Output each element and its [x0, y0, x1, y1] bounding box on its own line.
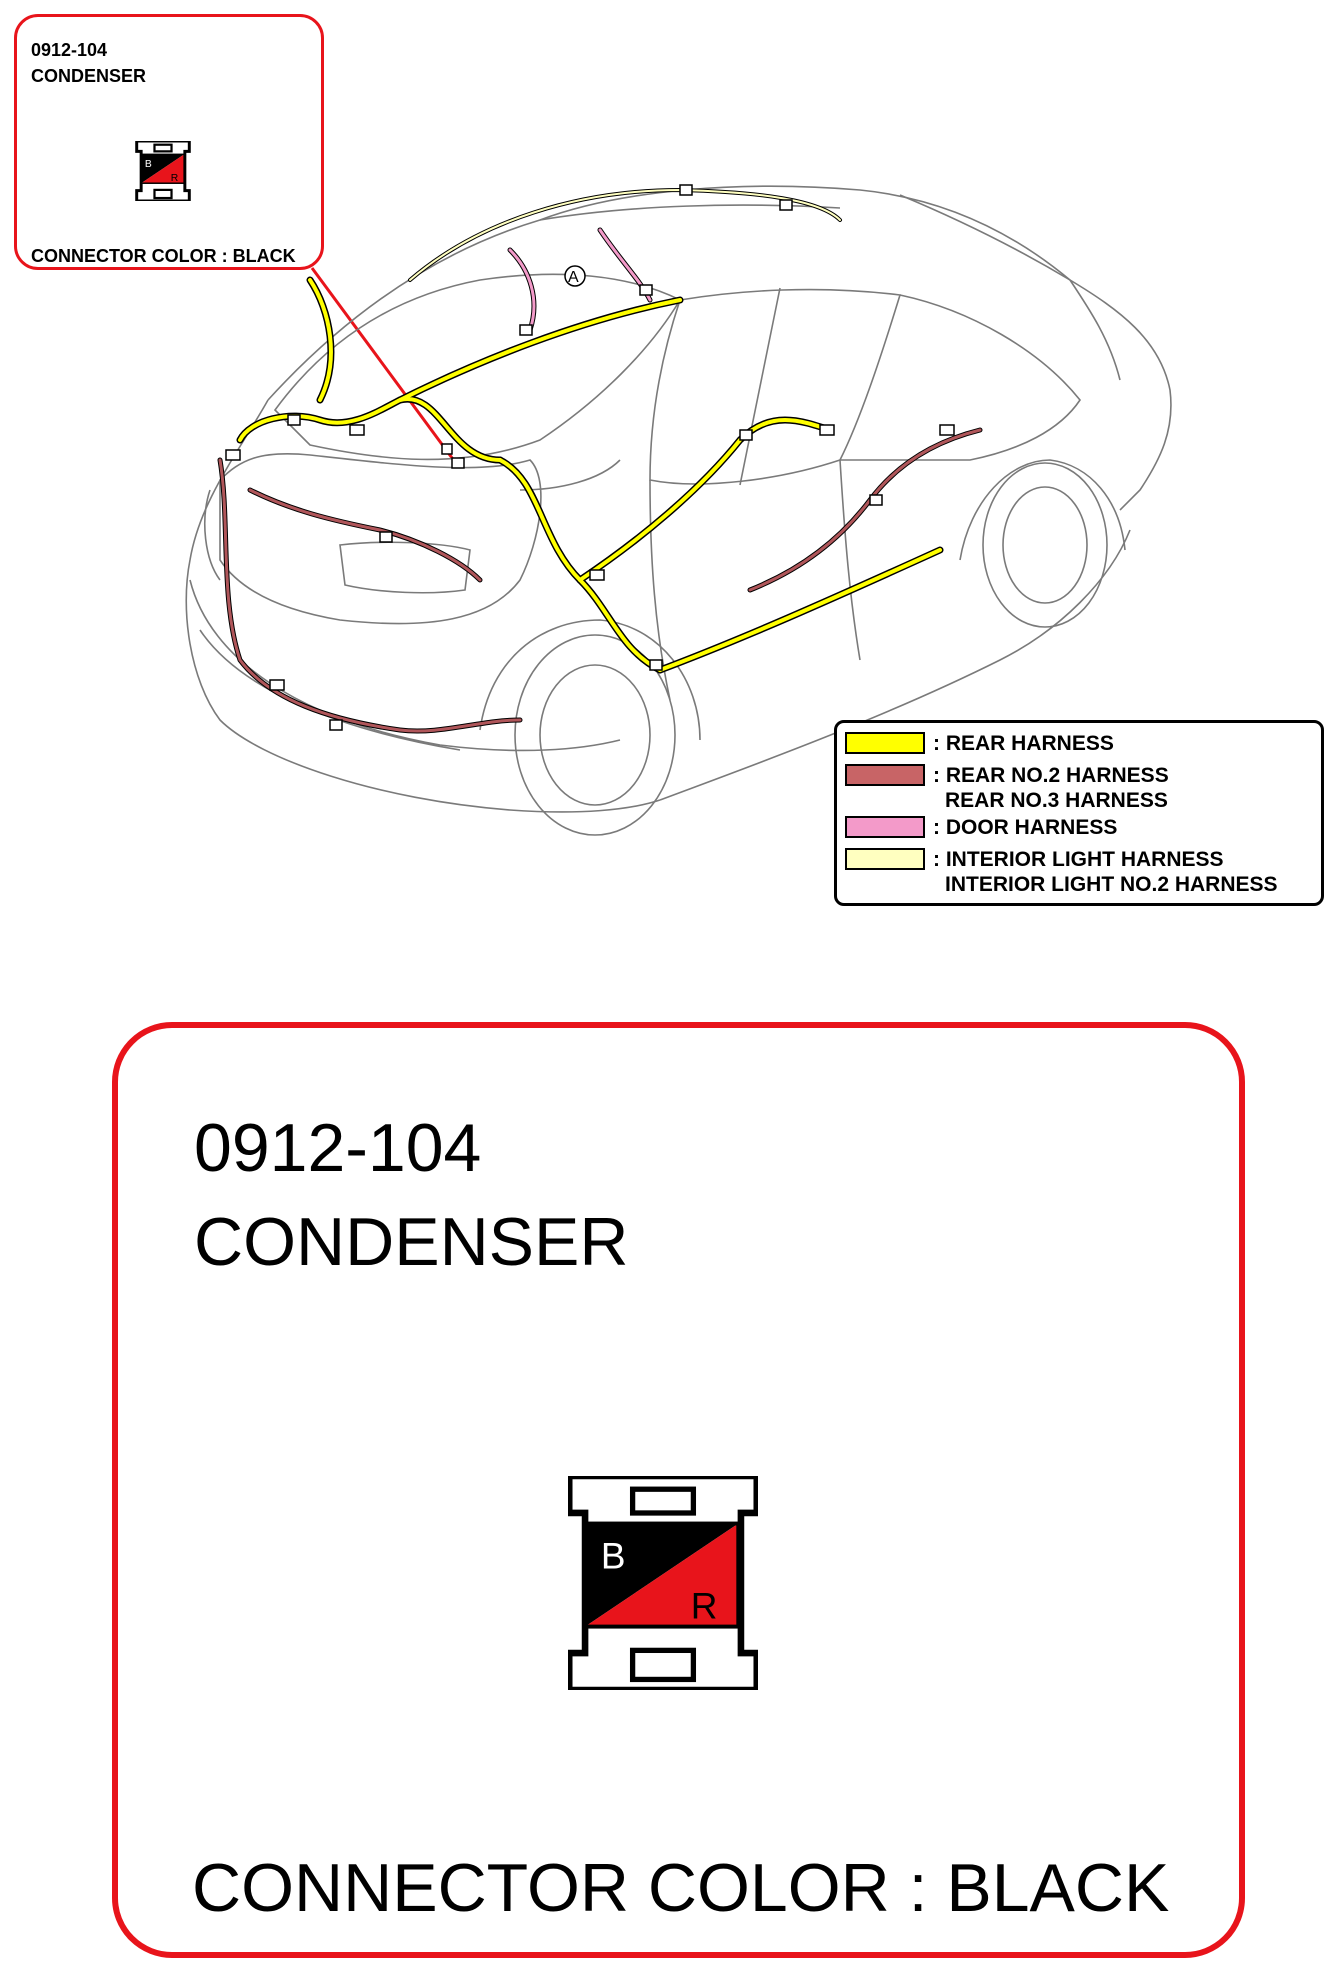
- pin-b-label: B: [145, 159, 152, 170]
- connector-callout-small: 0912-104 CONDENSER B R CONNECTOR COLOR :…: [14, 14, 324, 270]
- connector-icon: B R: [568, 1476, 758, 1690]
- pin-r-label: R: [171, 173, 178, 184]
- legend-line: REAR NO.3 HARNESS: [945, 789, 1168, 812]
- harness-connectors: [225, 184, 955, 731]
- legend-swatch: [845, 732, 925, 754]
- marker-a-label: A: [568, 269, 579, 286]
- leader-line: [310, 267, 457, 463]
- pin-r-label: R: [691, 1586, 718, 1627]
- legend-label: : REAR HARNESS: [933, 732, 1114, 755]
- legend-item-rear-no2-harness: : REAR NO.2 HARNESS REAR NO.3 HARNESS: [845, 763, 1169, 813]
- pin-b-label: B: [601, 1535, 626, 1576]
- callout-code: 0912-104: [194, 1110, 482, 1186]
- legend-swatch: [845, 764, 925, 786]
- legend-label: : INTERIOR LIGHT HARNESS INTERIOR LIGHT …: [933, 847, 1278, 897]
- harness-legend: : REAR HARNESS : REAR NO.2 HARNESS REAR …: [834, 720, 1324, 906]
- legend-item-interior-light-harness: : INTERIOR LIGHT HARNESS INTERIOR LIGHT …: [845, 847, 1278, 897]
- callout-name: CONDENSER: [31, 66, 147, 86]
- legend-label: : DOOR HARNESS: [933, 816, 1118, 839]
- rear-harness: [238, 278, 942, 672]
- connector-callout-large: 0912-104 CONDENSER B R CONNECTOR COLOR :…: [112, 1022, 1245, 1958]
- legend-item-rear-harness: : REAR HARNESS: [845, 731, 1114, 756]
- callout-name: CONDENSER: [194, 1204, 629, 1280]
- callout-code: 0912-104: [31, 40, 108, 60]
- callout-connector-color: CONNECTOR COLOR : BLACK: [192, 1850, 1170, 1926]
- legend-line: : INTERIOR LIGHT HARNESS: [933, 848, 1224, 871]
- connector-icon: B R: [135, 141, 191, 201]
- legend-label: : REAR NO.2 HARNESS REAR NO.3 HARNESS: [933, 763, 1169, 813]
- callout-connector-color: CONNECTOR COLOR : BLACK: [31, 246, 296, 266]
- legend-line: INTERIOR LIGHT NO.2 HARNESS: [945, 873, 1278, 896]
- interior-light-harness: [409, 188, 841, 281]
- legend-line: : REAR NO.2 HARNESS: [933, 764, 1169, 787]
- legend-swatch: [845, 816, 925, 838]
- vehicle-harness-illustration: A: [185, 184, 1172, 836]
- legend-item-door-harness: : DOOR HARNESS: [845, 815, 1117, 840]
- marker-a: A: [564, 265, 586, 287]
- legend-swatch: [845, 848, 925, 870]
